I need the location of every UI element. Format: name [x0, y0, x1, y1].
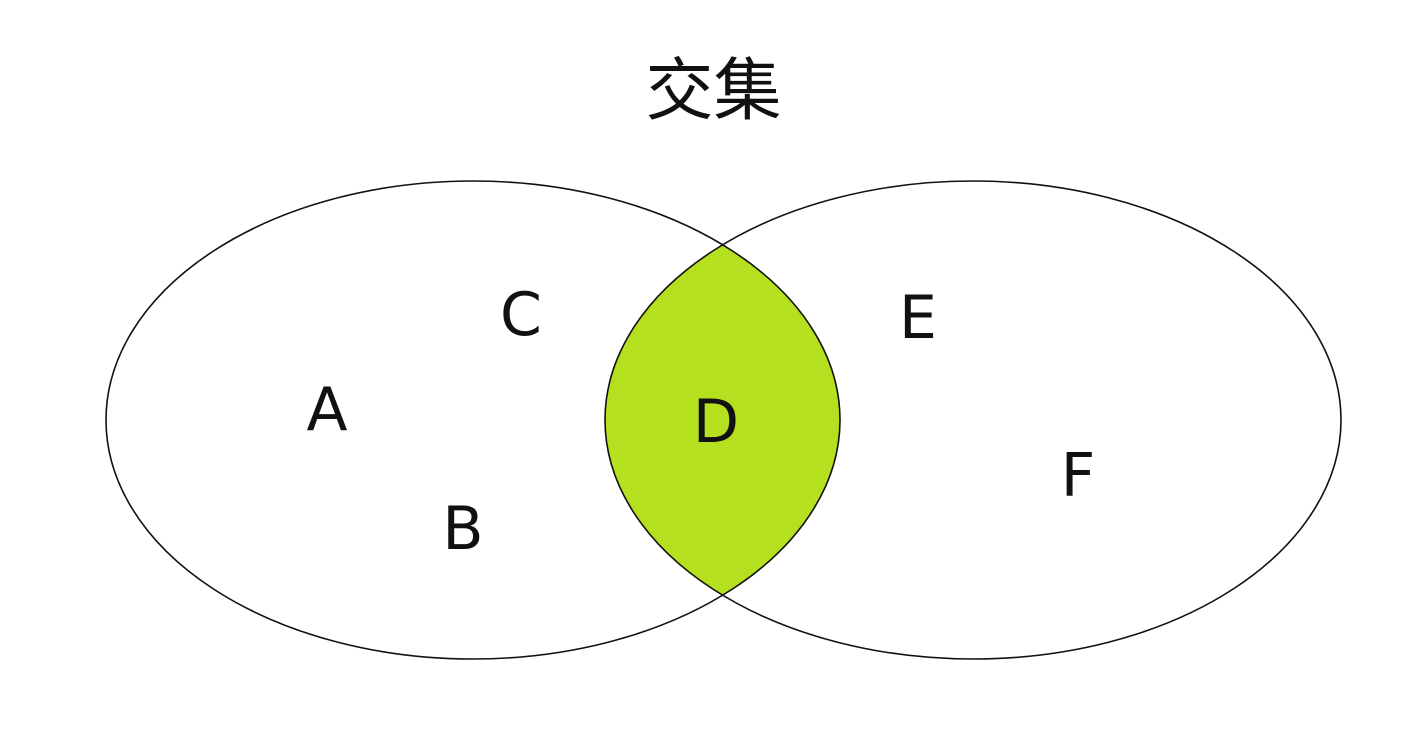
left-set-circle [105, 180, 841, 660]
intersection-region [605, 181, 840, 659]
diagram-title: 交集 [645, 52, 782, 131]
element-a: A [306, 375, 348, 445]
element-b: B [442, 494, 484, 564]
right-set-circle [604, 180, 1342, 660]
element-e: E [899, 283, 937, 353]
element-f: F [1060, 441, 1096, 511]
element-c: C [500, 280, 542, 350]
element-d: D [692, 387, 740, 457]
